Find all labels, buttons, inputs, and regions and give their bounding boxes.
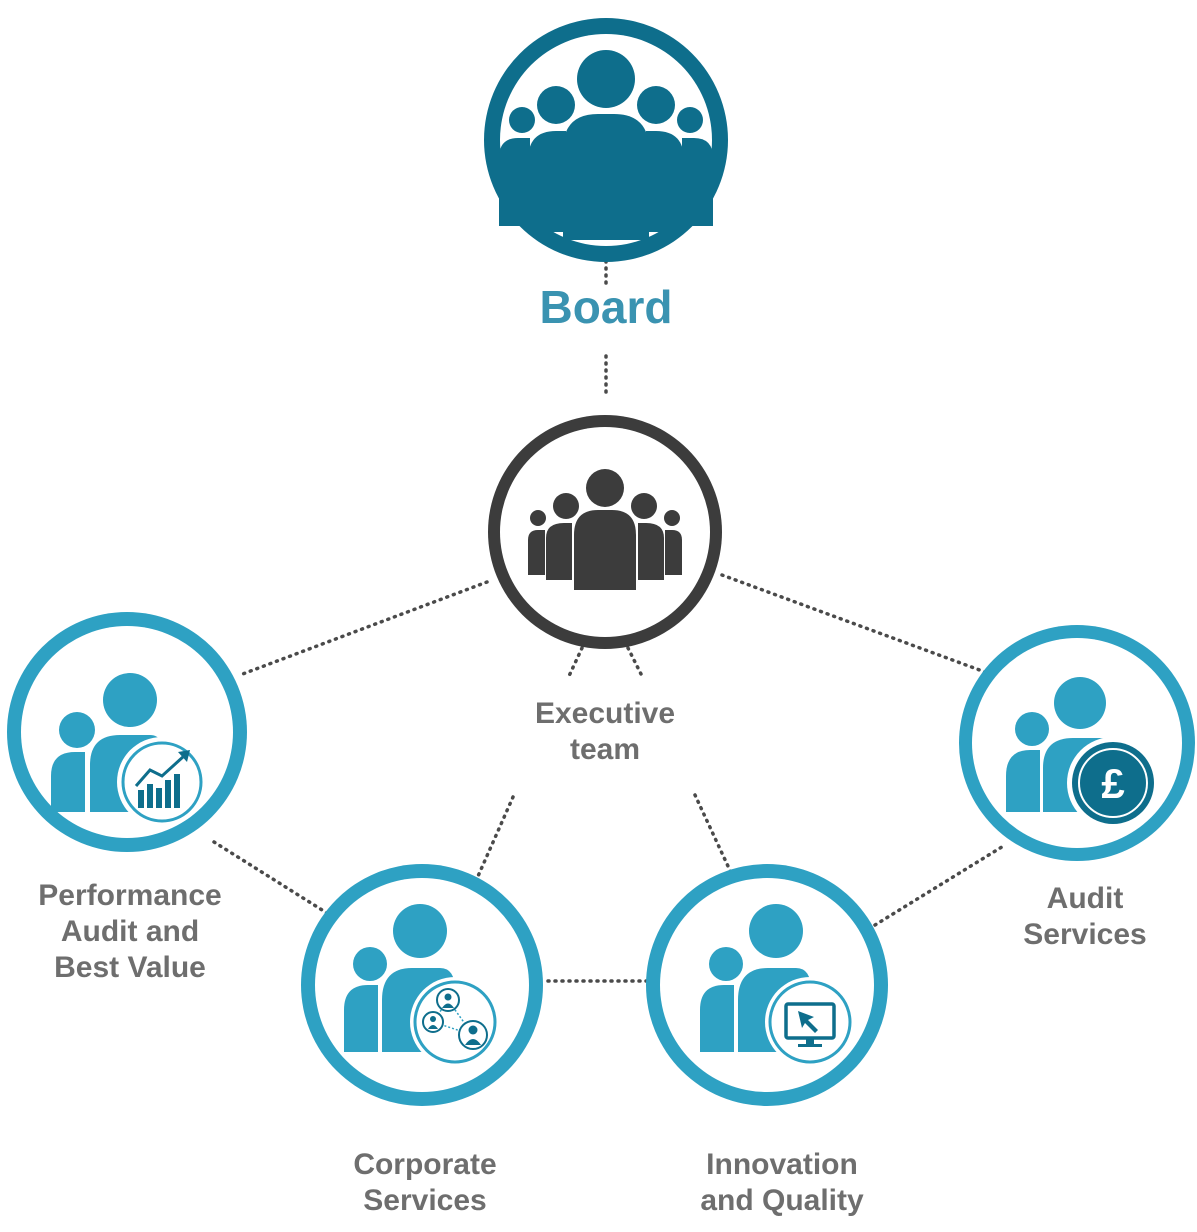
board-label-text: Board (539, 281, 673, 333)
performance-label-line1: Performance (38, 879, 222, 912)
innovation-quality-node (646, 864, 888, 1106)
person-with-chart-icon (117, 737, 207, 827)
group-of-people-icon (499, 50, 713, 240)
person-with-pound-coin-icon: £ (1067, 737, 1159, 829)
executive-label-line1: Executive (534, 697, 676, 730)
audit-services-label: Audit Services (985, 881, 1185, 953)
svg-text:£: £ (1101, 760, 1124, 807)
audit-services-node: £ (959, 625, 1195, 861)
corporate-label-line1: Corporate (353, 1148, 497, 1181)
audit-services-label-line1: Audit (1046, 882, 1124, 915)
performance-label-line3: Best Value (54, 951, 206, 984)
connector-executive-to-label-left (567, 646, 584, 678)
innovation-label-line2: and Quality (700, 1184, 864, 1217)
executive-team-label: Executive team (505, 696, 705, 768)
innovation-quality-label: Innovation and Quality (652, 1147, 912, 1219)
connector-executive-to-audit-services (720, 573, 987, 674)
connector-innovation-to-audit-services (873, 843, 1007, 927)
corporate-label-line2: Services (363, 1184, 487, 1217)
performance-label-line2: Audit and (60, 915, 200, 948)
person-with-monitor-icon (765, 977, 855, 1067)
connector-label-to-corporate (469, 795, 515, 894)
innovation-label-line1: Innovation (706, 1148, 858, 1181)
connector-executive-to-performance (238, 580, 489, 677)
performance-audit-label: Performance Audit and Best Value (5, 878, 255, 986)
person-with-network-icon (410, 977, 500, 1067)
executive-label-line2: team (569, 733, 641, 766)
corporate-services-node (301, 864, 543, 1106)
board-node (484, 18, 728, 262)
performance-audit-node (7, 612, 247, 852)
connector-executive-to-label-right (626, 646, 644, 678)
connectors (212, 245, 1007, 983)
executive-node (488, 415, 722, 649)
board-label: Board (526, 280, 686, 335)
corporate-services-label: Corporate Services (310, 1147, 540, 1219)
group-of-people-icon (528, 469, 682, 590)
audit-services-label-line2: Services (1023, 918, 1147, 951)
